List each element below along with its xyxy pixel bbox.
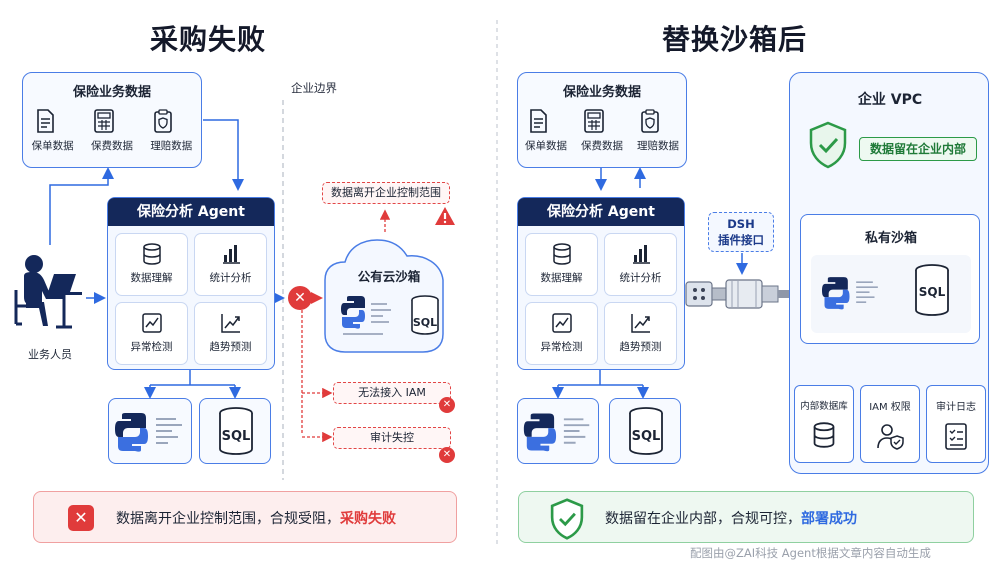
left-business-data-panel: 保险业务数据 保单数据 保费数据 理赔数据 [22,72,202,168]
internal-database-service: 内部数据库 [794,385,854,463]
left-python-tool [108,398,192,464]
dsh-plugin-interface: DSH 插件接口 [708,212,774,252]
right-business-data-panel: 保险业务数据 保单数据 保费数据 理赔数据 [517,72,687,168]
warning-no-iam: 无法接入 IAM [333,382,451,404]
data-stays-badge: 数据留在企业内部 [859,137,977,161]
right-sql-tool: SQL [609,398,681,464]
enterprise-vpc: 企业 VPC 数据留在企业内部 私有沙箱 SQL 内部数据库 IAM 权限 审计… [789,72,989,474]
shield-check-icon [550,498,584,540]
audit-log-icon [945,423,967,450]
module-trend-forecast: 趋势预测 [604,302,677,365]
private-sandbox: 私有沙箱 SQL [800,214,980,344]
right-result-banner: 数据留在企业内部，合规可控，部署成功 [518,491,974,543]
calculator-icon [94,109,114,133]
sql-database-icon [915,264,949,316]
enterprise-boundary-label: 企业边界 [291,81,337,95]
left-result-text: 数据离开企业控制范围，合规受阻，采购失败 [116,511,396,527]
policy-data-item: 保单数据 [32,108,74,153]
bar-chart-icon [632,245,650,264]
data-to-agent-arrow [203,119,244,191]
r-agent-to-tools-lines [557,370,644,396]
user-shield-icon [877,424,904,450]
claims-data-item: 理赔数据 [637,108,679,153]
trend-up-icon [630,314,650,333]
audit-log-service: 审计日志 [926,385,986,463]
agent-title: 保险分析 Agent [108,198,274,226]
left-title: 采购失败 [150,23,267,56]
module-data-understanding: 数据理解 [525,233,598,296]
fail-x-icon: ✕ [68,505,94,531]
user-to-data-arrow [49,167,114,245]
warning-audit-lost: 审计失控 [333,427,451,449]
left-sql-tool: SQL [199,398,271,464]
line-chart-icon [141,313,162,333]
sql-database-icon [629,407,663,455]
right-title: 替换沙箱后 [662,23,808,56]
shield-check-icon [809,121,847,169]
blocked-x-icon: ✕ [288,286,312,310]
business-user: 业务人员 [12,250,88,361]
python-icon [822,277,878,310]
line-chart-icon [551,313,572,333]
python-icon [341,296,391,335]
module-anomaly-detection: 异常检测 [115,302,188,365]
module-anomaly-detection: 异常检测 [525,302,598,365]
bar-chart-icon [222,245,240,264]
document-icon [530,109,547,133]
calculator-icon [584,109,604,133]
python-icon [523,413,590,452]
plug-connector-icon [685,279,792,309]
warning-branch-lines [301,310,330,438]
left-result-banner: ✕ 数据离开企业控制范围，合规受阻，采购失败 [33,491,457,543]
right-result-text: 数据留在企业内部，合规可控，部署成功 [605,511,857,527]
database-icon [142,243,161,265]
x-icon: ✕ [439,397,455,413]
right-agent-panel: 保险分析 Agent 数据理解 统计分析 异常检测 趋势预测 [517,197,685,370]
left-agent-panel: 保险分析 Agent 数据理解 统计分析 异常检测 趋势预测 [107,197,275,370]
module-statistics: 统计分析 [194,233,267,296]
right-python-tool [517,398,599,464]
iam-permission-service: IAM 权限 [860,385,920,463]
clipboard-shield-icon [154,109,173,133]
user-label: 业务人员 [28,348,72,361]
public-cloud-sandbox: 公有云沙箱 SQL [323,222,455,354]
watermark: 配图由@ZAI科技 Agent根据文章内容自动生成 [690,546,931,560]
claims-data-item: 理赔数据 [150,108,192,153]
database-icon [552,243,571,265]
sql-database-icon [219,407,253,455]
module-trend-forecast: 趋势预测 [194,302,267,365]
python-icon [115,413,182,452]
warning-triangle-icon [435,207,455,225]
warning-data-leave: 数据离开企业控制范围 [322,182,450,204]
agent-to-tools-lines [149,370,236,396]
module-statistics: 统计分析 [604,233,677,296]
database-icon [813,422,835,448]
premium-data-item: 保费数据 [581,108,623,153]
trend-up-icon [220,314,240,333]
clipboard-shield-icon [641,109,659,133]
x-icon: ✕ [439,447,455,463]
premium-data-item: 保费数据 [91,108,133,153]
panel-title: 保险业务数据 [72,85,151,100]
document-icon [36,109,54,133]
person-at-laptop-icon [14,255,82,329]
sandbox-inner: SQL [811,255,971,333]
policy-data-item: 保单数据 [525,108,567,153]
module-data-understanding: 数据理解 [115,233,188,296]
sql-database-icon [411,295,439,335]
